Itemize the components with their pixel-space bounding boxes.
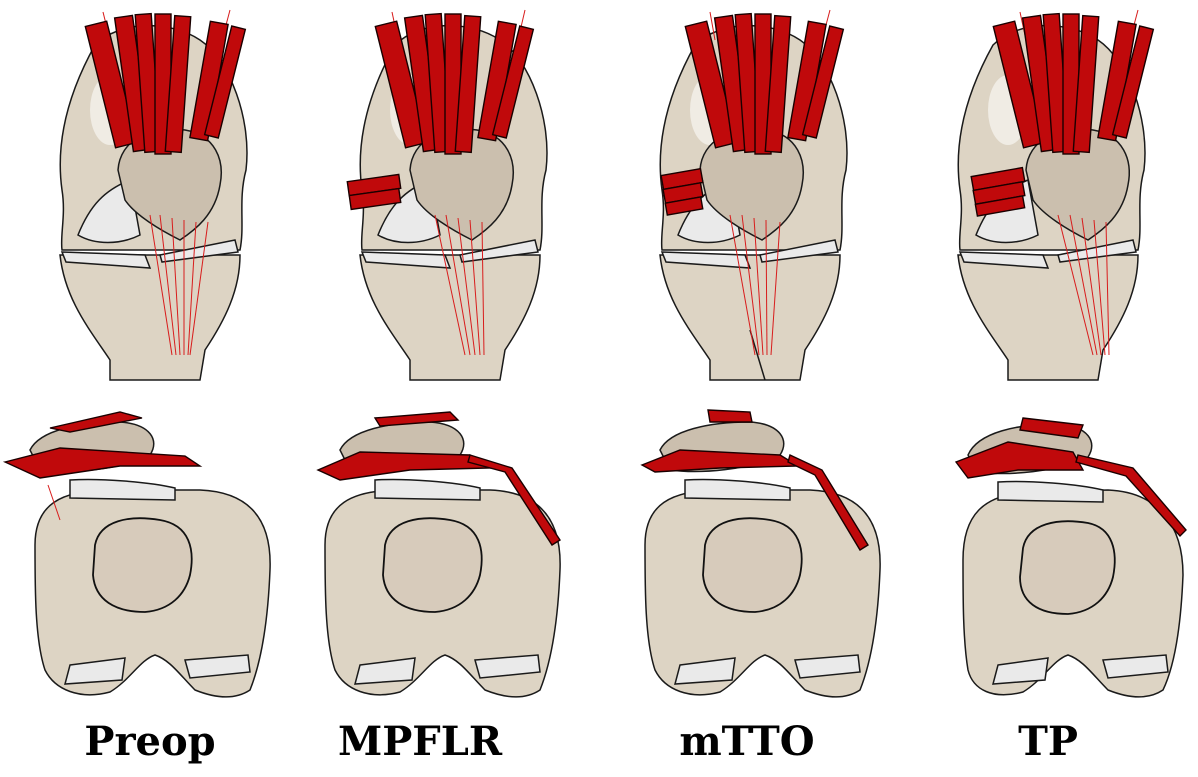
vastus-axial-top [708,410,752,422]
mpfl-graft-strip [347,174,400,209]
mtto-knee-panel [600,0,900,700]
mtto-axial-view [642,410,880,697]
patella-cartilage-axial [998,481,1103,502]
tp-axial-view [956,418,1186,697]
mpfl-graft-strip [971,168,1025,216]
condyle-outline [1020,521,1115,614]
condyle-outline [703,518,802,612]
mtto-anterior-view [660,10,847,380]
label-mpflr: MPFLR [270,714,570,770]
mpflr-knee-panel [300,0,600,700]
preop-axial-view [5,412,270,697]
condyle-outline [383,518,482,612]
tibia [958,255,1138,380]
tibia [360,255,540,380]
preop-knee-panel [0,0,300,700]
mpfl-graft-strip [661,169,703,215]
tp-anterior-view [958,10,1153,380]
patella-cartilage-axial [70,479,175,500]
mpflr-axial-view [318,412,560,697]
preop-anterior-view [60,10,247,380]
tibia [60,255,240,380]
patella-cartilage-axial [375,479,480,500]
label-preop: Preop [0,714,300,770]
tibia [660,255,840,380]
patella-cartilage-axial [685,479,790,500]
condyle-outline [93,518,192,612]
tp-knee-panel [898,0,1198,700]
label-mtto: mTTO [597,714,897,770]
label-tp: TP [898,714,1198,770]
mpflr-anterior-view [347,10,547,380]
